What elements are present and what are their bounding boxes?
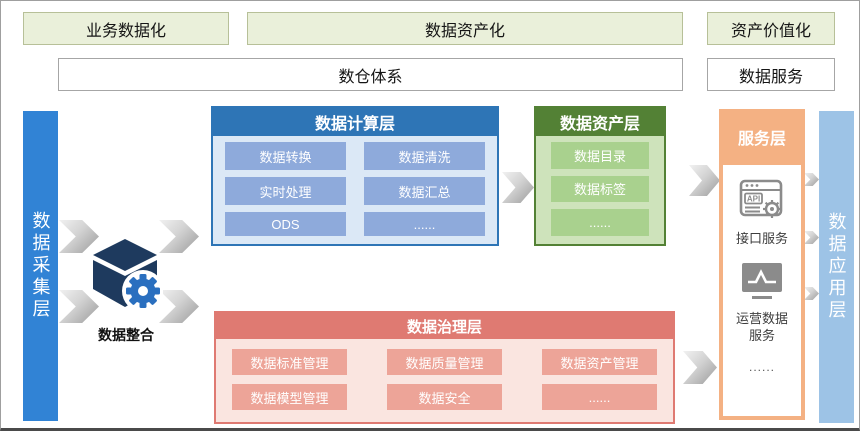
- cube-gear-icon: [87, 237, 164, 313]
- api-service-label: 接口服务: [735, 231, 788, 246]
- monitor-chart-icon: [739, 261, 785, 306]
- governance-cell: 数据资产管理: [542, 349, 657, 375]
- computing-cell: 实时处理: [225, 177, 346, 205]
- arrow-integration-to-governance: [159, 290, 199, 323]
- phase-label: 业务数据化: [85, 22, 166, 40]
- phase-box-business-datafication: 业务数据化: [23, 12, 229, 45]
- asset-cell: 数据标签: [551, 175, 649, 203]
- arrow-asset-to-service: [689, 165, 720, 196]
- service-layer-body: API 接口服务: [723, 165, 801, 416]
- data-computing-layer: 数据计算层 数据转换 数据清洗 实时处理 数据汇总 ODS ......: [211, 106, 499, 246]
- service-more-dots: ......: [748, 359, 775, 374]
- api-service-icon: API: [739, 179, 785, 226]
- data-computing-layer-title: 数据计算层: [213, 108, 497, 136]
- governance-cell: 数据标准管理: [232, 349, 347, 375]
- data-asset-grid: 数据目录 数据标签 ......: [536, 136, 664, 242]
- data-governance-grid: 数据标准管理 数据质量管理 数据资产管理 数据模型管理 数据安全 ......: [216, 339, 673, 420]
- ops-data-service-label: 运营数据服务: [735, 311, 788, 343]
- data-asset-layer: 数据资产层 数据目录 数据标签 ......: [534, 106, 666, 246]
- data-application-layer-label: 数据应用层: [826, 212, 847, 322]
- data-asset-layer-title: 数据资产层: [536, 108, 664, 136]
- phase-box-data-assetization: 数据资产化: [247, 12, 683, 45]
- arrow-integration-to-computing: [159, 220, 199, 253]
- system-label: 数仓体系: [338, 68, 403, 86]
- data-collection-layer-bar: 数据采集层: [23, 111, 58, 421]
- phase-box-asset-valorization: 资产价值化: [707, 12, 835, 45]
- governance-cell: 数据模型管理: [232, 384, 347, 410]
- governance-cell: 数据安全: [387, 384, 502, 410]
- governance-cell: ......: [542, 384, 657, 410]
- arrow-service-to-app-2: [804, 231, 819, 244]
- data-integration-label: 数据整合: [98, 327, 154, 343]
- service-layer: 服务层 API: [719, 109, 805, 420]
- arrow-computing-to-asset: [502, 172, 534, 203]
- arrow-service-to-app-3: [804, 287, 819, 300]
- api-icon-text: API: [747, 195, 760, 204]
- data-governance-layer: 数据治理层 数据标准管理 数据质量管理 数据资产管理 数据模型管理 数据安全 .…: [214, 311, 675, 424]
- box-data-warehouse-system: 数仓体系: [58, 58, 683, 91]
- data-collection-layer-label: 数据采集层: [30, 211, 51, 321]
- phase-label: 数据资产化: [424, 22, 505, 40]
- data-computing-grid: 数据转换 数据清洗 实时处理 数据汇总 ODS ......: [213, 136, 497, 242]
- arrow-governance-to-service: [683, 351, 717, 384]
- asset-cell: 数据目录: [551, 142, 649, 169]
- data-application-layer-bar: 数据应用层: [819, 111, 854, 423]
- computing-cell: ODS: [225, 212, 346, 236]
- data-governance-layer-title: 数据治理层: [216, 313, 673, 339]
- computing-cell: 数据转换: [225, 142, 346, 170]
- computing-cell: 数据汇总: [364, 177, 485, 205]
- asset-cell: ......: [551, 209, 649, 236]
- computing-cell: 数据清洗: [364, 142, 485, 170]
- system-label: 数据服务: [738, 68, 803, 86]
- computing-cell: ......: [364, 212, 485, 236]
- arrow-service-to-app-1: [804, 173, 819, 186]
- phase-label: 资产价值化: [730, 22, 811, 40]
- service-layer-title: 服务层: [737, 131, 786, 148]
- box-data-service: 数据服务: [707, 58, 835, 91]
- governance-cell: 数据质量管理: [387, 349, 502, 375]
